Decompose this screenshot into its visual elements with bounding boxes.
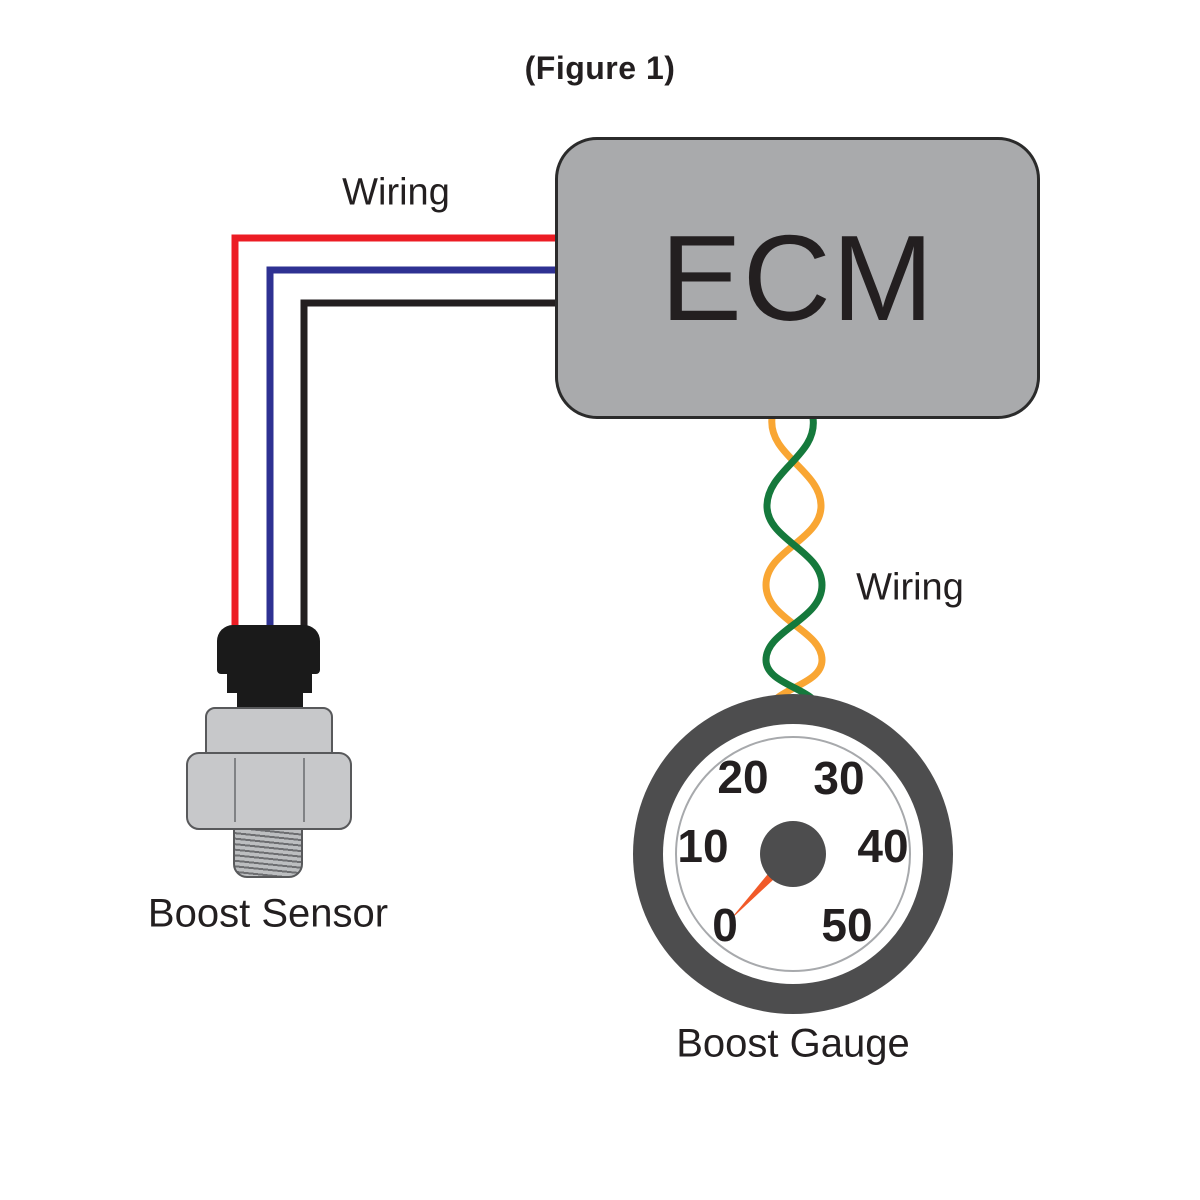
wiring-label-right: Wiring — [856, 566, 964, 609]
figure-title: (Figure 1) — [524, 50, 676, 86]
sensor-body — [205, 707, 333, 755]
dial-label-50: 50 — [821, 899, 873, 951]
wire-blue — [266, 266, 558, 648]
sensor-hex-facet-line — [303, 758, 305, 822]
sensor-hex-facet-line — [234, 758, 236, 822]
dial-label-40: 40 — [857, 820, 909, 872]
gauge-inner-circle — [675, 736, 911, 972]
wire-black — [300, 299, 558, 648]
sensor-connector-top — [217, 625, 320, 674]
dial-label-0: 0 — [712, 899, 738, 951]
dial-label-30: 30 — [813, 752, 865, 804]
sensor-connector-neck — [237, 692, 303, 709]
twisted-wire-green — [762, 414, 826, 714]
dial-label-20: 20 — [717, 751, 769, 803]
gauge-hub — [760, 821, 826, 887]
wire-red — [231, 234, 558, 648]
twisted-wire-orange — [762, 414, 826, 714]
wiring-label-top: Wiring — [342, 171, 450, 214]
boost-gauge-label: Boost Gauge — [676, 1021, 910, 1066]
ecm-label: ECM — [660, 210, 935, 346]
dial-label-10: 10 — [677, 820, 729, 872]
boost-sensor-label: Boost Sensor — [147, 891, 389, 936]
sensor-threads — [233, 828, 303, 878]
ecm-box: ECM — [555, 137, 1040, 419]
sensor-hex-nut — [186, 752, 352, 830]
sensor-connector-step — [227, 673, 312, 693]
